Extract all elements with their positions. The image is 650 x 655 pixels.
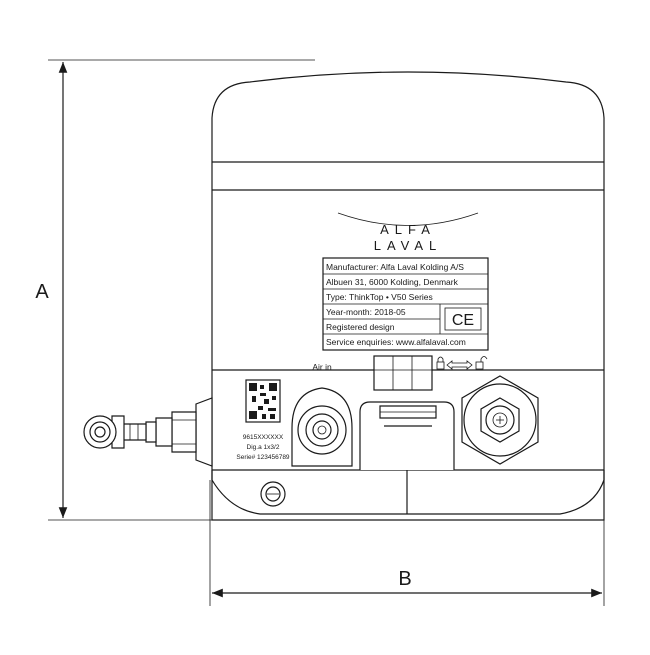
logo-arc bbox=[337, 212, 479, 226]
ce-mark: CE bbox=[452, 312, 474, 329]
nameplate-row: Registered design bbox=[326, 322, 395, 332]
alfa-laval-logo: ALFA LAVAL bbox=[337, 212, 479, 253]
nameplate-row: Manufacturer: Alfa Laval Kolding A/S bbox=[326, 262, 464, 272]
id-label: 9615XXXXXX Dig.a 1x3/2 Serie# 123456789 bbox=[236, 379, 290, 461]
dimension-b: B bbox=[209, 480, 605, 606]
logo-text-top: ALFA bbox=[380, 222, 436, 237]
id-config: Dig.a 1x3/2 bbox=[247, 444, 280, 451]
fitting-nut bbox=[155, 417, 173, 447]
air-in-port bbox=[291, 387, 353, 467]
qr-code-frame bbox=[245, 379, 281, 423]
nameplate-row: Service enquiries: www.alfalaval.com bbox=[326, 337, 466, 347]
nameplate: Manufacturer: Alfa Laval Kolding A/S Alb… bbox=[322, 257, 489, 351]
exhaust-hex-nut bbox=[461, 375, 539, 465]
ce-frame bbox=[444, 307, 482, 331]
fitting-eye bbox=[83, 415, 117, 449]
side-fitting bbox=[83, 397, 213, 467]
nameplate-row: Albuen 31, 6000 Kolding, Denmark bbox=[326, 277, 459, 287]
qr-code-icon bbox=[249, 383, 277, 419]
manual-override bbox=[373, 355, 488, 391]
lock-icon bbox=[436, 356, 445, 370]
dimension-label-a: A bbox=[35, 281, 49, 303]
dimension-a: A bbox=[35, 59, 315, 521]
fitting-flange bbox=[195, 397, 213, 467]
bottom-screw bbox=[260, 481, 286, 507]
air-port-boss bbox=[291, 387, 353, 467]
override-switch-block bbox=[373, 355, 433, 391]
center-bracket bbox=[359, 401, 455, 514]
logo-text-bottom: LAVAL bbox=[374, 238, 443, 253]
unlock-icon bbox=[475, 356, 488, 370]
air-in-label: Air in bbox=[312, 362, 332, 372]
dimension-label-b: B bbox=[398, 568, 411, 590]
base-rounded-bottom bbox=[211, 470, 605, 515]
fitting-stem bbox=[121, 423, 147, 441]
double-arrow-icon bbox=[446, 360, 473, 370]
id-serial: Serie# 123456789 bbox=[236, 454, 290, 461]
nameplate-row: Type: ThinkTop • V50 Series bbox=[326, 292, 433, 302]
nameplate-row: Year-month: 2018-05 bbox=[326, 307, 406, 317]
fitting-body bbox=[171, 411, 197, 453]
id-part-number: 9615XXXXXX bbox=[243, 434, 284, 441]
